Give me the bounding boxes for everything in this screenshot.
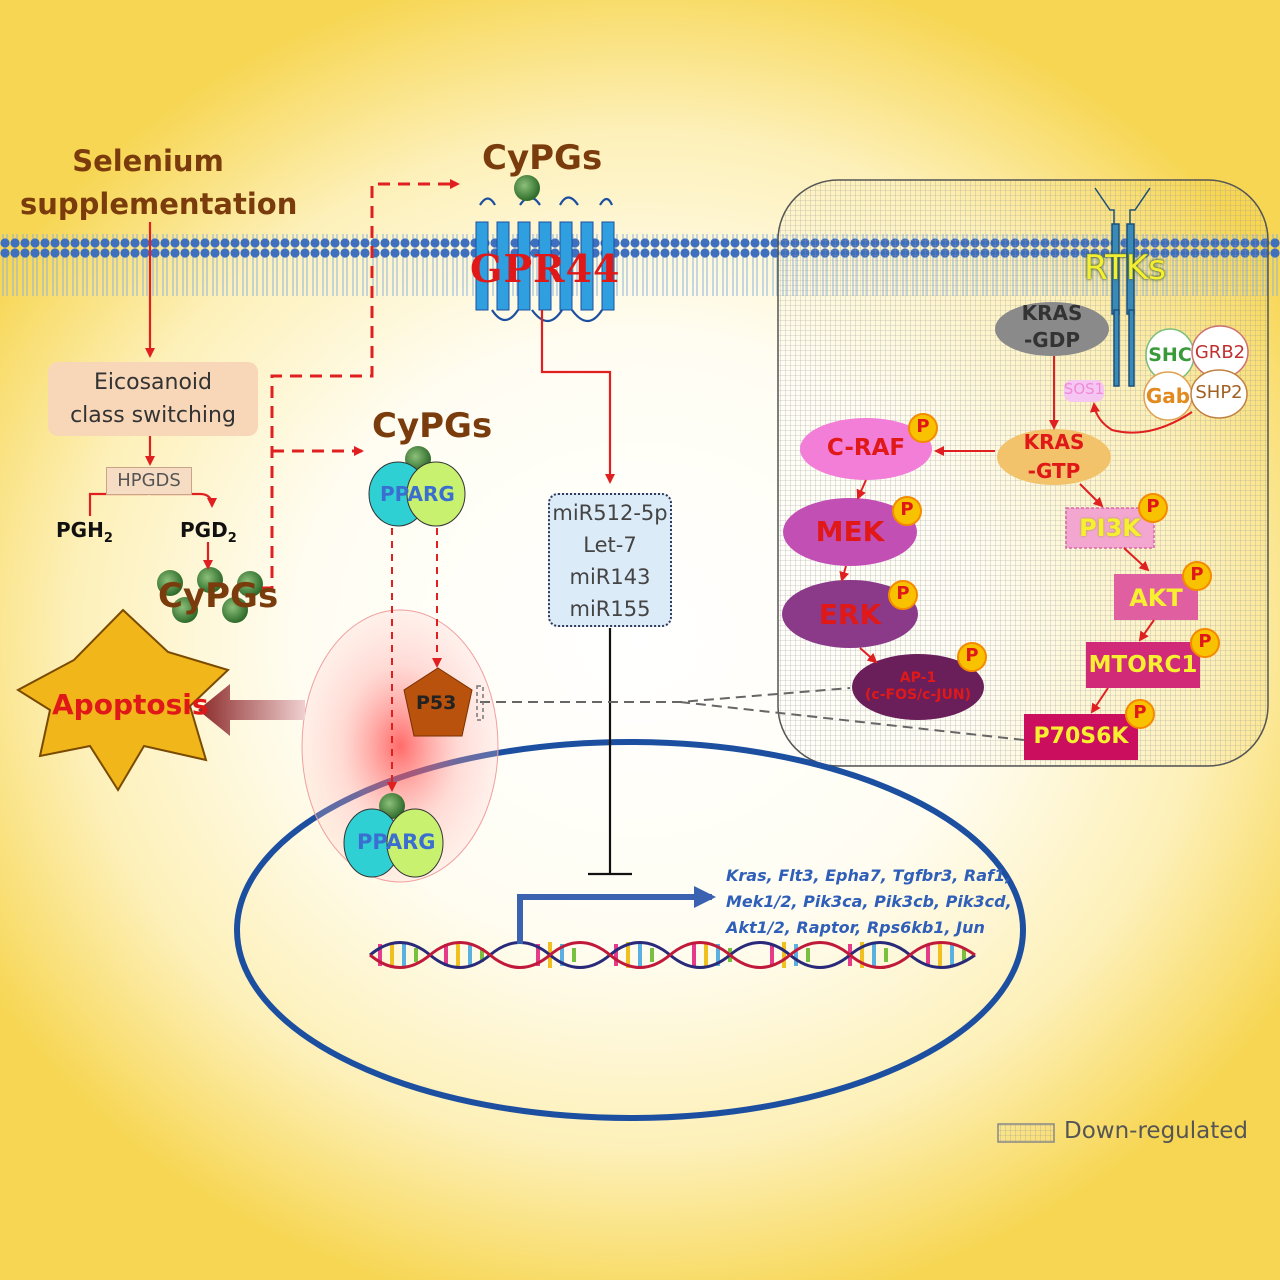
dna-helix bbox=[369, 941, 976, 969]
nucleus bbox=[234, 739, 1026, 1121]
p-badge-mek: P bbox=[900, 499, 914, 520]
selenium-line1: Selenium bbox=[72, 144, 224, 178]
eicosanoid-line1: Eicosanoid bbox=[94, 370, 212, 395]
mirna-3: miR143 bbox=[569, 565, 651, 589]
p70s6k-label: P70S6K bbox=[1033, 724, 1129, 749]
kras-gtp-label: KRAS-GTP bbox=[1023, 430, 1085, 483]
p-badge-craf: P bbox=[916, 416, 930, 437]
pgh2-label: PGH2 bbox=[56, 518, 113, 546]
mirna-2: Let-7 bbox=[583, 533, 637, 557]
rtk-nodes bbox=[782, 302, 1249, 760]
cypgs-label-top: CyPGs bbox=[482, 138, 603, 178]
hpgds-box: HPGDS bbox=[106, 467, 192, 495]
p-badge-erk: P bbox=[896, 583, 910, 604]
mek-label: MEK bbox=[815, 515, 885, 548]
mtorc1-label: MTORC1 bbox=[1088, 652, 1198, 678]
target-genes: Kras, Flt3, Epha7, Tgfbr3, Raf1, Mek1/2,… bbox=[726, 863, 1016, 941]
grb2-label: GRB2 bbox=[1194, 342, 1246, 363]
mirna-1: miR512-5p bbox=[552, 501, 668, 525]
gene-line-3: Akt1/2, Raptor, Rps6kb1, Jun bbox=[726, 918, 985, 937]
apoptosis-label: Apoptosis bbox=[52, 688, 209, 721]
cypgs-label-left: CyPGs bbox=[158, 576, 279, 616]
p-badge-akt: P bbox=[1190, 564, 1204, 585]
pi3k-label: PI3K bbox=[1079, 514, 1141, 542]
eicosanoid-line2: class switching bbox=[70, 403, 236, 428]
erk-label: ERK bbox=[818, 598, 882, 631]
apoptosis-arrow bbox=[198, 684, 305, 736]
p-badge-mtorc1: P bbox=[1198, 631, 1212, 652]
p-badge-p70s6k: P bbox=[1133, 702, 1147, 723]
gene-line-2: Mek1/2, Pik3ca, Pik3cb, Pik3cd, bbox=[726, 892, 1012, 911]
mirna-box: miR512-5p Let-7 miR143 miR155 bbox=[548, 493, 672, 627]
apoptosis-star bbox=[16, 608, 230, 792]
legend-swatch bbox=[997, 1123, 1055, 1143]
akt-label: AKT bbox=[1129, 584, 1183, 612]
transcription-arrow bbox=[517, 886, 716, 944]
selenium-line2: supplementation bbox=[20, 187, 298, 221]
craf-label: C-RAF bbox=[826, 435, 906, 461]
pgd2-label: PGD2 bbox=[180, 518, 237, 546]
gene-line-1: Kras, Flt3, Epha7, Tgfbr3, Raf1, bbox=[726, 866, 1012, 885]
gab-label: Gab bbox=[1145, 384, 1191, 408]
gpr44-label: GPR44 bbox=[470, 246, 621, 291]
selenium-label: Selenium supplementation bbox=[20, 140, 298, 226]
cypgs-label-middle: CyPGs bbox=[372, 406, 493, 446]
mirna-4: miR155 bbox=[569, 597, 651, 621]
p-badge-ap1: P bbox=[965, 645, 979, 666]
eicosanoid-box: Eicosanoid class switching bbox=[48, 362, 258, 436]
p53-label: P53 bbox=[416, 692, 457, 714]
shc-label: SHC bbox=[1148, 344, 1192, 366]
rtks-label: RTKs bbox=[1084, 248, 1166, 288]
ap1-label: AP-1(c-FOS/c-JUN) bbox=[865, 670, 971, 703]
shp2-label: SHP2 bbox=[1195, 382, 1243, 403]
legend-label: Down-regulated bbox=[1064, 1118, 1248, 1144]
p53-shape bbox=[403, 667, 473, 737]
pparg-label-lower: PPARG bbox=[357, 830, 436, 854]
kras-gdp-label: KRAS-GDP bbox=[1021, 301, 1083, 352]
p-badge-pi3k: P bbox=[1146, 496, 1160, 517]
pparg-dimer-upper bbox=[368, 461, 466, 527]
gpr44-receptor bbox=[475, 196, 615, 323]
rtk-receptor bbox=[1094, 187, 1151, 387]
pparg-dimer-lower bbox=[343, 808, 444, 878]
sos1-label: SOS1 bbox=[1063, 380, 1105, 398]
pparg-label-upper: PPARG bbox=[380, 482, 455, 506]
phospho-badges bbox=[888, 413, 1220, 729]
